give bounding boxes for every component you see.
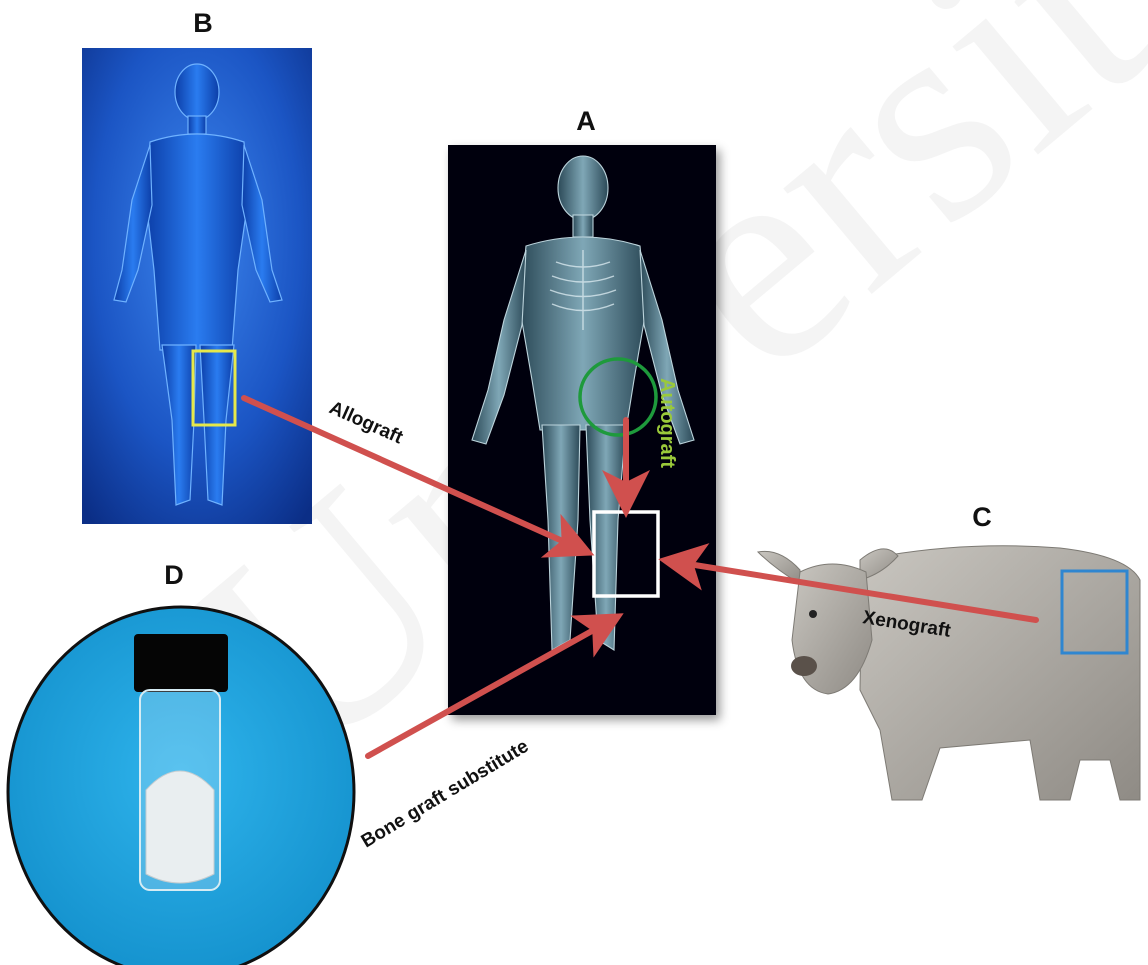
calf-nose bbox=[791, 656, 817, 676]
vial-cap bbox=[134, 634, 228, 692]
calf-eye bbox=[809, 610, 817, 618]
panel-b-allograft-donor bbox=[82, 48, 312, 524]
panel-d-bone-graft-substitute bbox=[8, 607, 354, 965]
vial-powder bbox=[146, 771, 214, 883]
autograft-label: Autograft bbox=[656, 378, 678, 468]
bone-graft-substitute-label: Bone graft substitute bbox=[358, 736, 533, 852]
